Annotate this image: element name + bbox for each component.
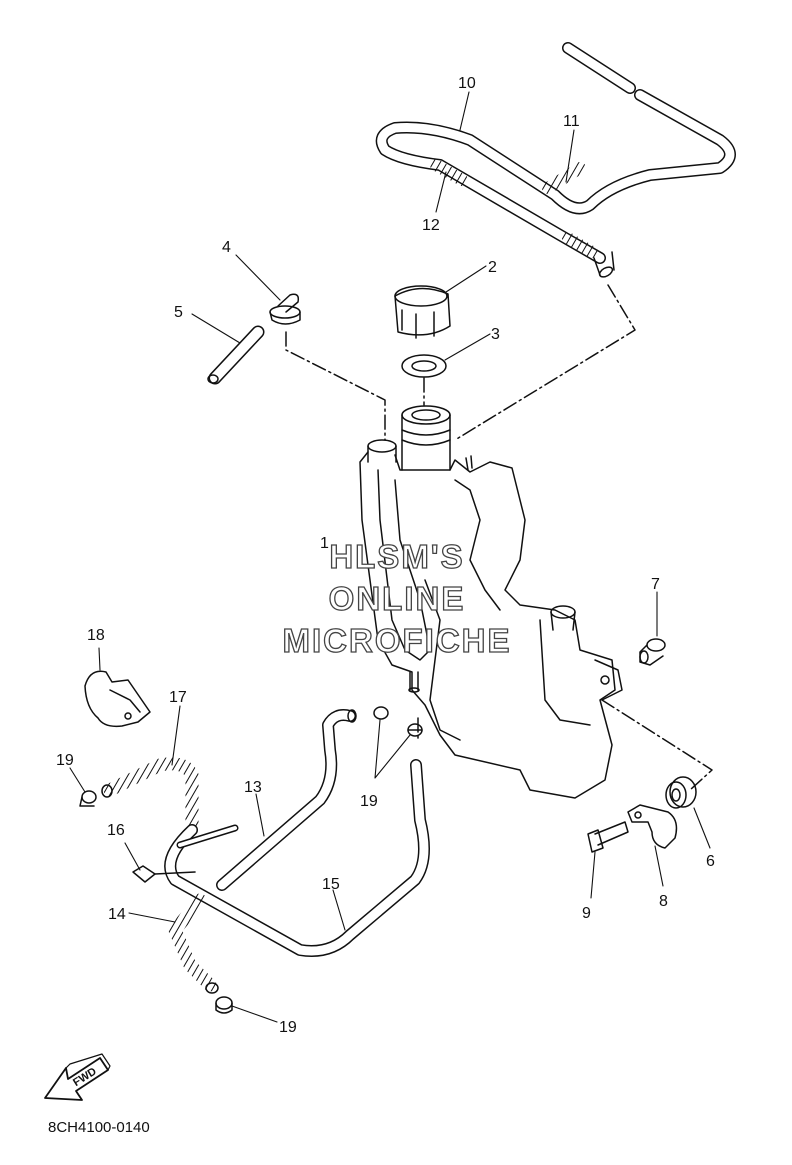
hose-part-15 bbox=[164, 759, 430, 957]
part-label-8: 8 bbox=[659, 893, 668, 910]
part-label-3: 3 bbox=[491, 326, 500, 343]
part-label-9: 9 bbox=[582, 905, 591, 922]
watermark-line-2: ONLINE bbox=[329, 580, 466, 617]
part-label-4: 4 bbox=[222, 239, 231, 256]
watermark: HLSM'S ONLINE MICROFICHE bbox=[282, 537, 512, 659]
fwd-arrow-icon bbox=[44, 1053, 111, 1101]
bracket-part-8 bbox=[627, 804, 678, 849]
bolt-part-9 bbox=[587, 821, 629, 853]
leader-lines bbox=[285, 284, 713, 791]
protector-part-14 bbox=[168, 893, 219, 994]
protector-part-17 bbox=[101, 757, 199, 837]
clip-part-19-b bbox=[373, 706, 423, 737]
band-part-16 bbox=[132, 865, 196, 883]
part-label-19-a: 19 bbox=[56, 752, 74, 769]
reservoir-tank-part-1 bbox=[359, 405, 623, 799]
part-label-17: 17 bbox=[169, 689, 187, 706]
part-label-12: 12 bbox=[422, 217, 440, 234]
part-label-11: 11 bbox=[563, 113, 580, 130]
collar-part-7 bbox=[639, 638, 666, 666]
part-label-2: 2 bbox=[488, 259, 497, 276]
part-label-6: 6 bbox=[706, 853, 715, 870]
cap-part-4 bbox=[269, 293, 301, 325]
watermark-line-3: MICROFICHE bbox=[283, 622, 512, 659]
part-label-19-b: 19 bbox=[360, 793, 378, 810]
part-label-10: 10 bbox=[458, 75, 476, 92]
part-label-13: 13 bbox=[244, 779, 262, 796]
part-label-14: 14 bbox=[108, 906, 126, 923]
holder-part-18 bbox=[84, 670, 151, 728]
protector-part-12 bbox=[430, 159, 598, 258]
grommet-part-6 bbox=[665, 776, 697, 809]
label-leaders bbox=[69, 91, 711, 1023]
watermark-line-1: HLSM'S bbox=[329, 538, 464, 575]
clip-part-19-a bbox=[79, 790, 97, 807]
gasket-part-3 bbox=[401, 354, 447, 378]
protector-part-11 bbox=[542, 162, 586, 194]
part-labels: 1 2 3 4 5 6 7 8 9 10 11 12 13 14 15 16 1… bbox=[56, 75, 715, 1036]
overflow-hose-part-10 bbox=[375, 42, 736, 278]
reservoir-cap-part-2 bbox=[394, 285, 451, 339]
part-label-1: 1 bbox=[320, 535, 329, 552]
breather-hose-part-5 bbox=[207, 325, 265, 385]
part-label-7: 7 bbox=[651, 576, 660, 593]
part-label-16: 16 bbox=[107, 822, 125, 839]
hose-part-13 bbox=[176, 709, 357, 891]
part-label-15: 15 bbox=[322, 876, 340, 893]
clip-part-19-c bbox=[215, 996, 233, 1014]
part-label-19-c: 19 bbox=[279, 1019, 297, 1036]
part-label-18: 18 bbox=[87, 627, 105, 644]
drawing-code: 8CH4100-0140 bbox=[48, 1119, 150, 1136]
part-label-5: 5 bbox=[174, 304, 183, 321]
